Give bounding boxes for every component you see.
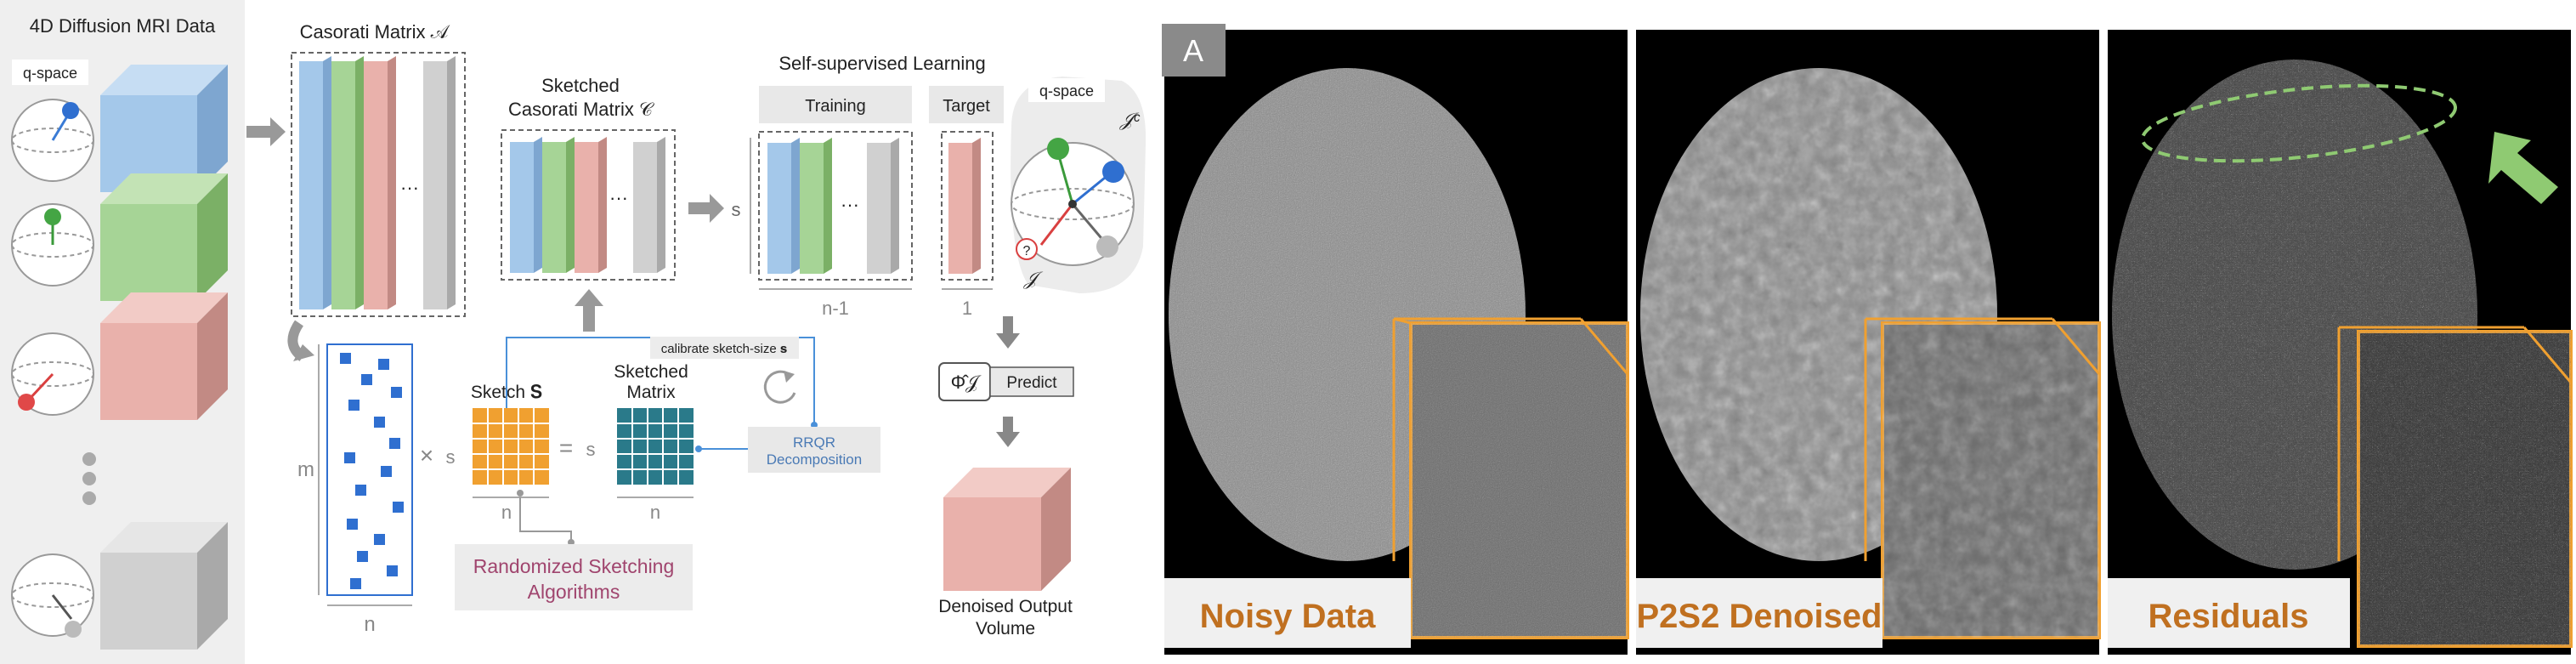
calibrate-box	[650, 337, 799, 359]
target-label: Target	[943, 97, 990, 116]
casorati-matrix: ···	[291, 52, 466, 317]
j-complement-label: 𝒥ᶜ	[1119, 109, 1141, 130]
n-label-random: n	[364, 613, 375, 636]
arrow-to-output	[996, 417, 1020, 447]
sketched-title-2: Casorati Matrix 𝒞	[508, 99, 654, 120]
qspace-sphere-1	[11, 99, 94, 182]
ellipsis-dot	[82, 472, 96, 485]
sketched-matrix-label-2: Matrix	[626, 383, 676, 402]
ellipsis-dot	[82, 491, 96, 505]
mri-data-panel: 4D Diffusion MRI Data q-space	[0, 0, 245, 664]
panel-letter-box	[1162, 24, 1226, 77]
caption-noisy: Noisy Data	[1200, 598, 1376, 635]
s-label-sketched: s	[586, 439, 596, 460]
ellipsis-dot	[82, 452, 96, 466]
arrow-to-casorati	[246, 117, 286, 146]
n-label-sketched: n	[650, 502, 660, 523]
predict-label: Predict	[1006, 374, 1057, 392]
brain-panel-noisy: Noisy Data	[1164, 30, 1629, 655]
caption-residuals: Residuals	[2149, 598, 2309, 635]
random-sketch-matrix	[326, 343, 413, 596]
denoised-output-line1: Denoised Output	[938, 597, 1073, 616]
sketched-title-1: Sketched	[541, 75, 620, 96]
mri-title: 4D Diffusion MRI Data	[30, 15, 216, 37]
predict-block: Φ̂𝒥 Predict	[938, 362, 1074, 401]
randomized-line1: Randomized Sketching	[473, 555, 675, 577]
training-matrix: ···	[758, 131, 913, 281]
n-label-sketch: n	[501, 502, 512, 523]
rrqr-line2: Decomposition	[767, 451, 862, 468]
panel-letter: A	[1183, 33, 1203, 68]
sketch-grid	[473, 408, 549, 485]
svg-text:···: ···	[400, 177, 419, 198]
training-label: Training	[805, 97, 866, 116]
highlight-arrow	[2488, 132, 2558, 204]
svg-text:···: ···	[609, 187, 628, 208]
brain-panel-denoised: P2S2 Denoised	[1636, 30, 2101, 655]
n-minus-1-label: n-1	[822, 298, 849, 319]
calibrate-cycle-icon	[763, 370, 796, 404]
qspace-panel-right: q-space 𝒥ᶜ ? 𝒥	[1011, 77, 1146, 293]
cube-blue	[100, 65, 228, 192]
equals-symbol: =	[559, 434, 573, 461]
qspace-label: q-space	[23, 65, 77, 82]
qspace-label-right: q-space	[1039, 82, 1094, 99]
arrow-up-to-sketched	[575, 289, 603, 332]
target-matrix	[941, 131, 994, 281]
svg-text:···: ···	[841, 194, 859, 215]
s-dimension-label: s	[732, 199, 741, 220]
casorati-title: Casorati Matrix 𝒜	[300, 21, 450, 43]
qspace-sphere-3	[11, 332, 94, 416]
rrqr-line1: RRQR	[793, 434, 835, 451]
phi-label: Φ̂𝒥	[951, 372, 982, 393]
question-mark: ?	[1023, 244, 1031, 258]
sketched-matrix-grid	[617, 408, 694, 485]
s-label-sketch: s	[446, 446, 456, 468]
sketched-casorati-matrix: ···	[501, 129, 676, 281]
calibrate-label: calibrate sketch-size 𝐬	[661, 342, 787, 356]
times-symbol: ×	[420, 442, 433, 468]
target-header	[929, 86, 1004, 123]
cube-red	[100, 292, 228, 420]
randomized-sketching-box	[455, 544, 693, 610]
randomized-line2: Algorithms	[528, 581, 620, 603]
arrow-to-training	[688, 194, 724, 223]
denoised-output-cube	[943, 468, 1071, 591]
qspace-sphere-4	[11, 553, 94, 638]
training-header	[759, 86, 912, 123]
denoised-output-line2: Volume	[976, 619, 1035, 638]
sketched-matrix-label-1: Sketched	[614, 362, 688, 382]
cube-green	[100, 173, 228, 301]
arrow-to-predict	[996, 316, 1020, 349]
one-label: 1	[962, 298, 972, 319]
cube-gray	[100, 522, 228, 650]
m-label: m	[297, 458, 314, 481]
self-supervised-title: Self-supervised Learning	[778, 53, 985, 74]
brain-panel-residuals: Residuals	[2108, 30, 2573, 655]
qspace-label-box	[12, 60, 88, 85]
qspace-sphere-2	[11, 203, 94, 287]
caption-denoised: P2S2 Denoised	[1636, 598, 1882, 635]
rrqr-box	[748, 427, 880, 473]
